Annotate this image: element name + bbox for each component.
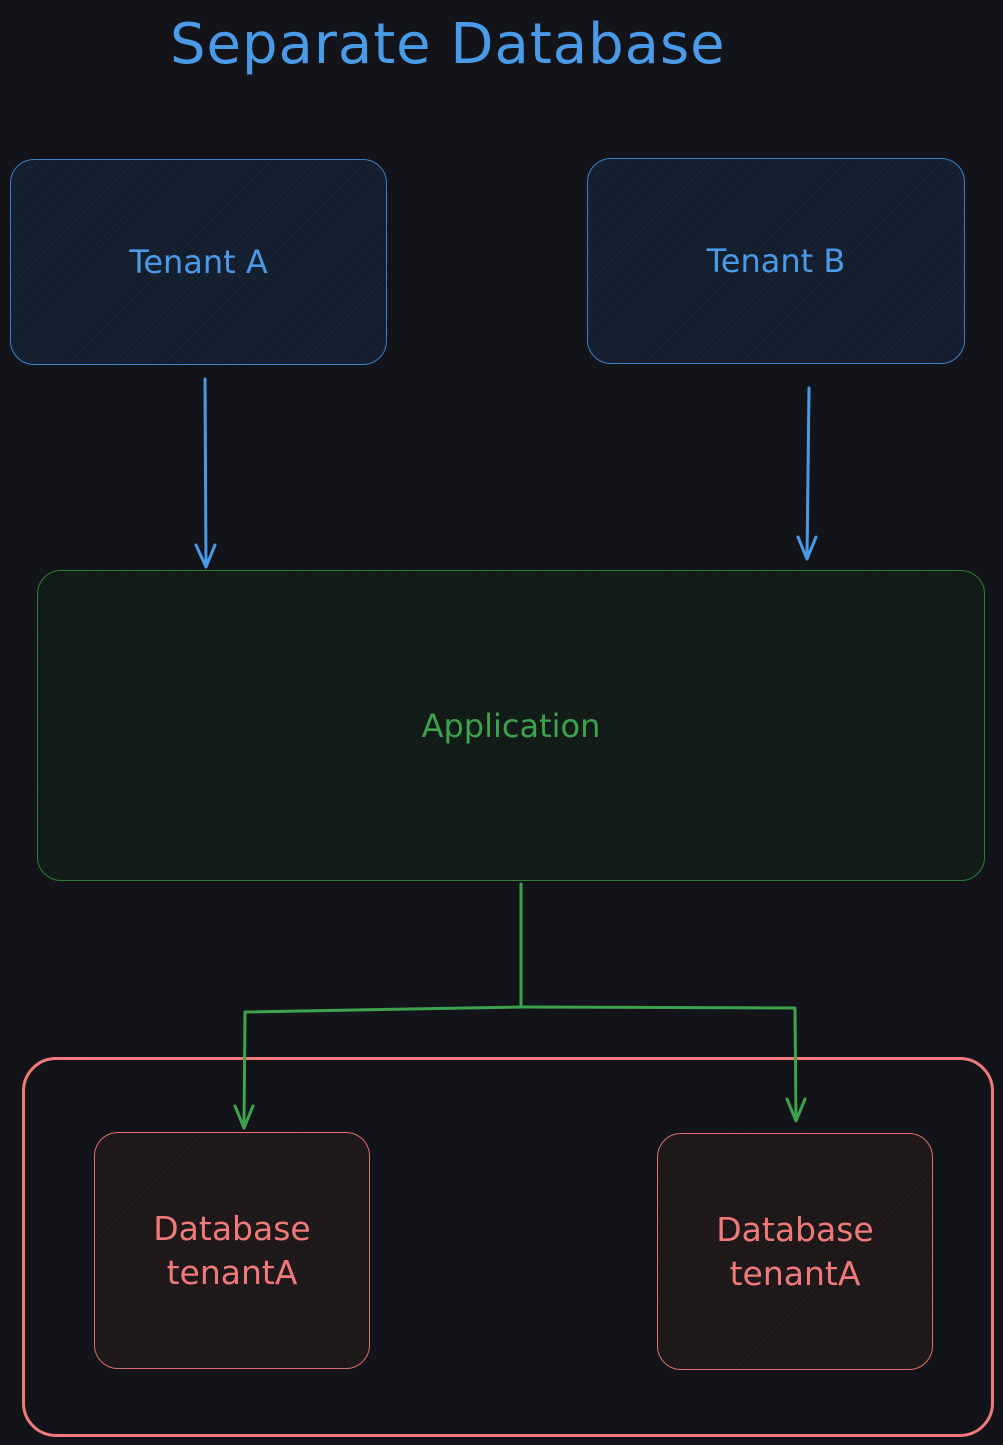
diagram-title: Separate Database	[170, 12, 726, 77]
database-node-1[interactable]: Database tenantA	[94, 1132, 370, 1369]
application-label: Application	[421, 706, 601, 745]
database-2-label: Database tenantA	[716, 1209, 874, 1293]
tenant-b-node[interactable]: Tenant B	[587, 158, 965, 364]
edge-tenant-b-to-application	[796, 386, 818, 561]
database-node-2[interactable]: Database tenantA	[657, 1133, 933, 1370]
application-node[interactable]: Application	[37, 570, 985, 881]
tenant-a-node[interactable]: Tenant A	[10, 159, 387, 365]
edge-tenant-a-to-application	[194, 377, 217, 569]
tenant-b-label: Tenant B	[706, 242, 846, 280]
database-1-label: Database tenantA	[153, 1208, 311, 1292]
tenant-a-label: Tenant A	[129, 243, 268, 281]
